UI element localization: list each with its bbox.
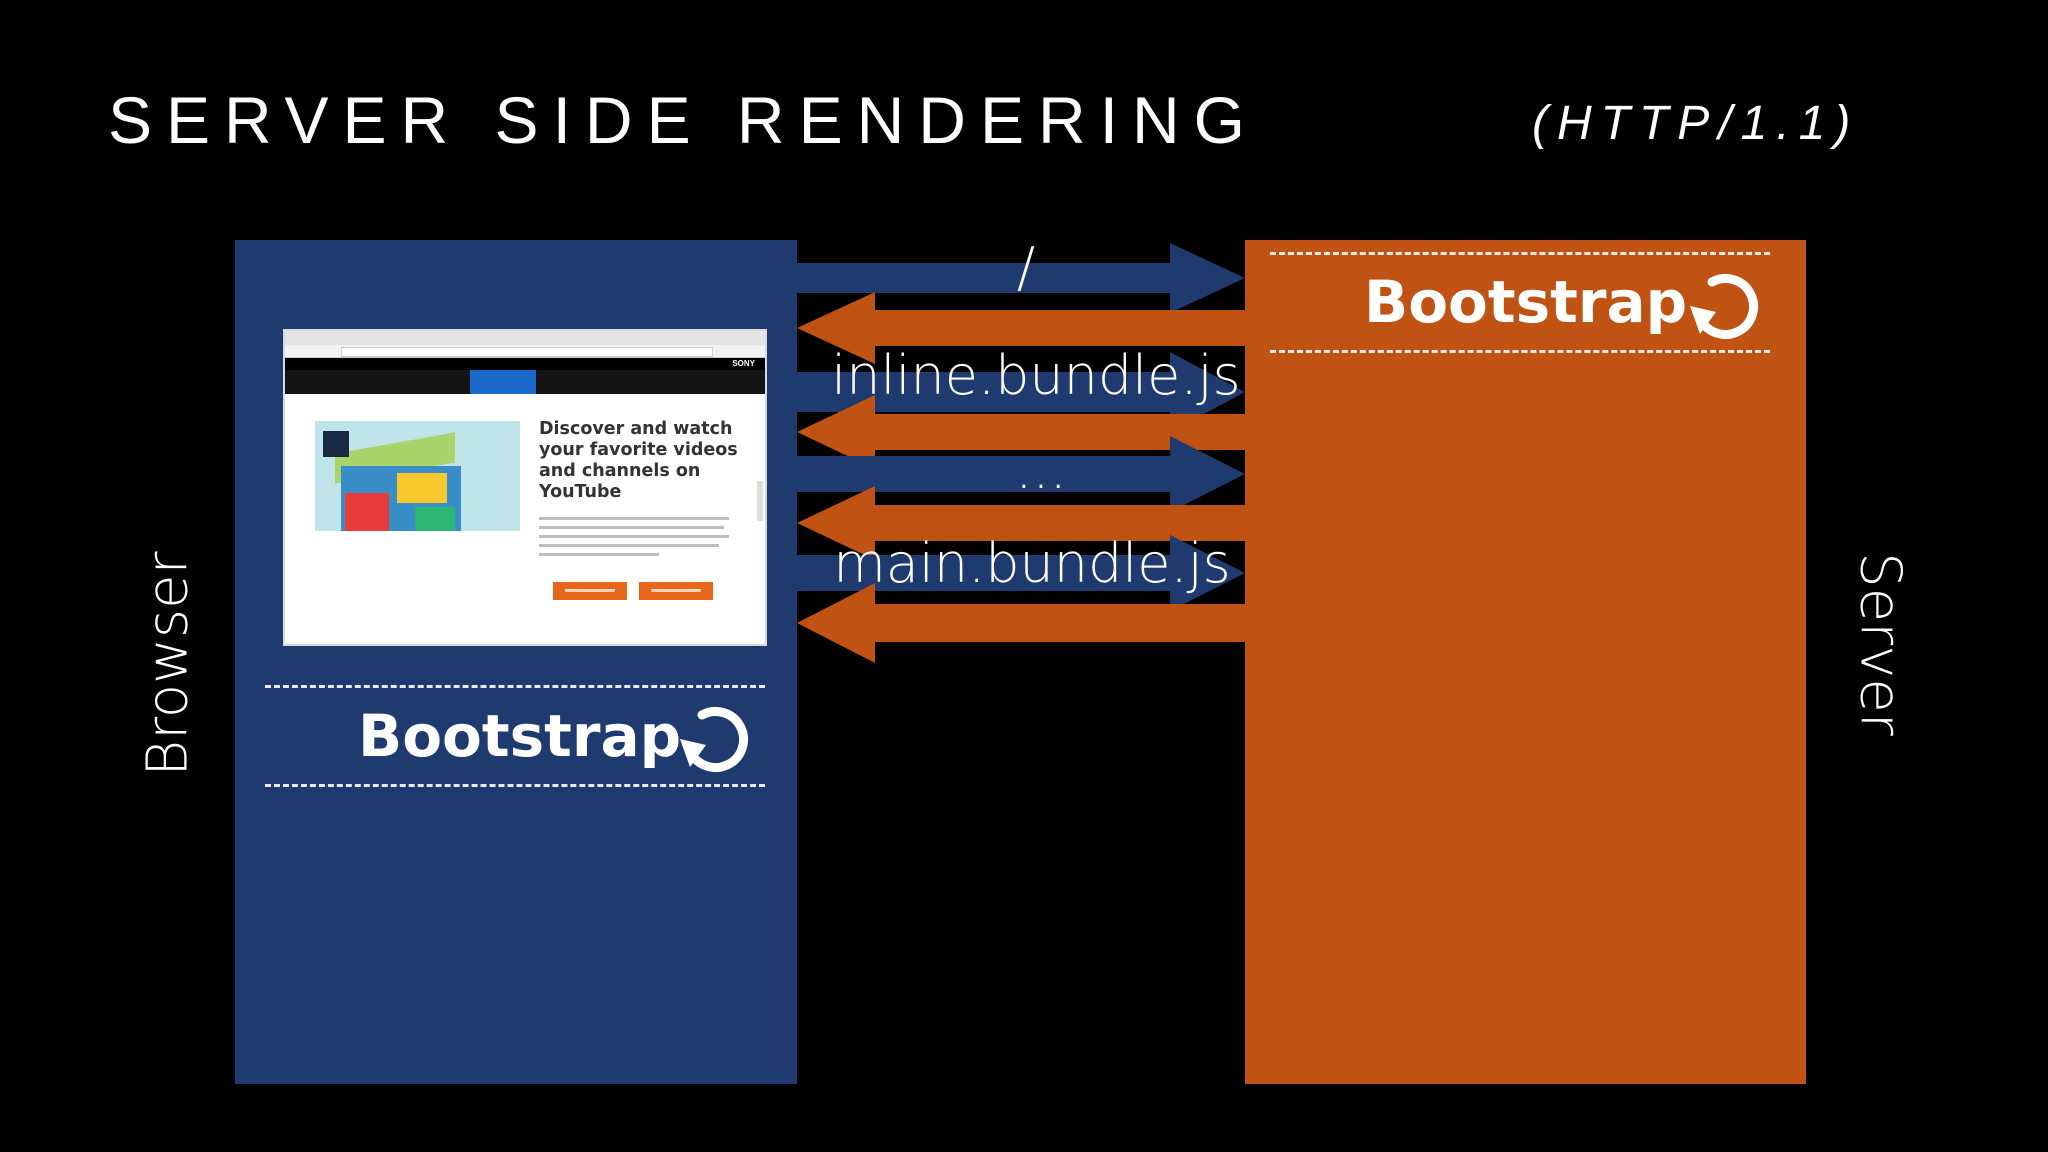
request-label-inline-bundle: inline.bundle.js (831, 344, 1241, 407)
arrow-to-server-4 (797, 535, 1245, 611)
download-button-ps3 (639, 582, 713, 600)
screenshot-scrollbar (757, 481, 763, 521)
browser-chrome (285, 331, 765, 345)
request-label-root: / (1016, 236, 1036, 299)
page-screenshot: SONY Discover and watch your favorite vi… (283, 329, 767, 646)
reload-icon (1690, 274, 1758, 339)
request-label-ellipsis: ... (1015, 438, 1067, 501)
arrow-to-browser-4 (797, 583, 1245, 663)
server-panel (1245, 240, 1806, 1084)
arrow-to-server-3 (797, 436, 1245, 512)
request-label-main-bundle: main.bundle.js (833, 532, 1231, 595)
server-bootstrap-bottom-divider (1270, 350, 1770, 353)
url-field (341, 347, 713, 357)
browser-bootstrap-bottom-divider (265, 784, 765, 787)
browser-bootstrap-label: Bootstrap (358, 702, 682, 770)
arrow-to-browser-3 (797, 486, 1245, 560)
hero-illustration (315, 421, 520, 531)
server-bootstrap-top-divider (1270, 252, 1770, 255)
nav-active-tab (470, 370, 536, 394)
protocol-subtitle: (HTTP/1.1) (1532, 97, 1860, 150)
play-icon (323, 431, 349, 457)
server-bootstrap-label: Bootstrap (1364, 268, 1688, 336)
screenshot-headline: Discover and watch your favorite videos … (539, 419, 738, 502)
slide-title: SERVER SIDE RENDERING (108, 83, 1259, 157)
browser-bootstrap-top-divider (265, 685, 765, 688)
arrow-to-server-2 (797, 352, 1245, 432)
screenshot-body-text (539, 517, 739, 562)
brand-bar (285, 358, 765, 370)
reload-icon (680, 707, 748, 772)
arrow-to-server-1 (797, 243, 1245, 313)
download-button-ps4 (553, 582, 627, 600)
arrow-to-browser-1 (797, 292, 1245, 364)
brand-logo: SONY (732, 359, 755, 368)
